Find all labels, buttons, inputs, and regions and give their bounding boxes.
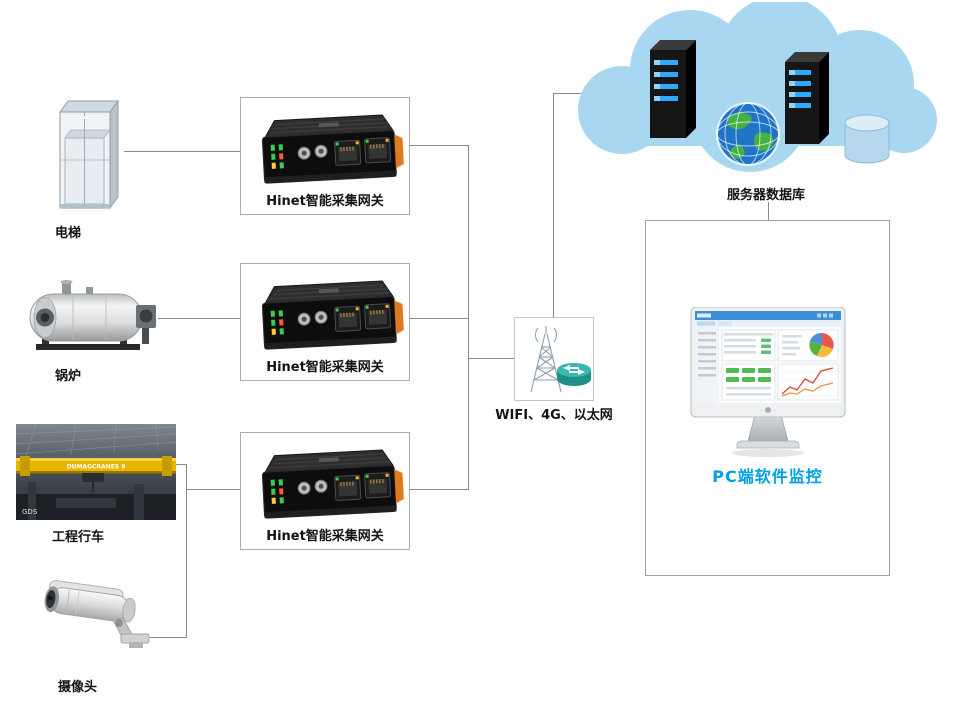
- connector-bracket-vertical: [186, 464, 187, 638]
- crane-beam-text: DUMAGCRANES 9: [67, 464, 126, 471]
- router-icon: [557, 363, 591, 386]
- gateway-label: Hinet智能采集网关: [266, 194, 384, 209]
- gateway-label: Hinet智能采集网关: [266, 529, 384, 544]
- connector-gateway3-trunk: [410, 489, 469, 490]
- crane-image: DUMAGCRANES 9 GDS: [16, 424, 176, 520]
- gateway-node-3: Hinet智能采集网关: [240, 432, 410, 550]
- monitor-image: [690, 307, 846, 457]
- boiler-image: [29, 280, 156, 350]
- cloud-label: 服务器数据库: [726, 188, 805, 203]
- connector-boiler-gateway2: [158, 318, 240, 319]
- connector-to-cloud: [553, 93, 600, 94]
- apple-logo-icon: [765, 407, 771, 413]
- network-tower-router-icon: [530, 326, 591, 393]
- gateway-image: [261, 114, 404, 184]
- elevator-label: 电梯: [55, 226, 82, 241]
- boiler-label: 锅炉: [55, 369, 82, 384]
- server-tower-left: [650, 40, 696, 138]
- globe-icon: [716, 102, 780, 166]
- connector-crane-stub: [176, 464, 187, 465]
- network-label: WIFI、4G、以太网: [495, 408, 613, 423]
- gateway-image: [261, 449, 404, 519]
- dashboard-screenshot: [695, 311, 841, 403]
- gateway-image: [261, 280, 404, 350]
- pc-monitor-panel: PC端软件监控: [645, 220, 890, 576]
- connector-trunk-vertical: [468, 145, 469, 490]
- connector-camera-stub: [148, 637, 187, 638]
- elevator-image: [59, 99, 119, 210]
- gateway-label: Hinet智能采集网关: [266, 360, 384, 375]
- pc-label: PC端软件监控: [712, 467, 823, 486]
- connector-trunk-network: [468, 358, 515, 359]
- gateway-node-2: Hinet智能采集网关: [240, 263, 410, 381]
- camera-image: [44, 580, 150, 648]
- network-node: [514, 317, 594, 401]
- connector-network-up: [553, 93, 554, 317]
- crane-watermark-text: GDS: [22, 508, 38, 516]
- pie-chart: [809, 332, 834, 357]
- gateway-node-1: Hinet智能采集网关: [240, 97, 410, 215]
- camera-label: 摄像头: [58, 680, 98, 695]
- crane-label: 工程行车: [52, 530, 105, 545]
- connector-bracket-gateway3: [186, 489, 240, 490]
- connector-elevator-gateway1: [124, 151, 240, 152]
- server-tower-right: [785, 52, 829, 144]
- connector-cloud-pc: [768, 202, 769, 221]
- connector-gateway1-trunk: [410, 145, 469, 146]
- cloud-servers-image: [578, 2, 937, 172]
- connector-gateway2-trunk: [410, 318, 469, 319]
- database-cylinder-icon: [844, 114, 890, 164]
